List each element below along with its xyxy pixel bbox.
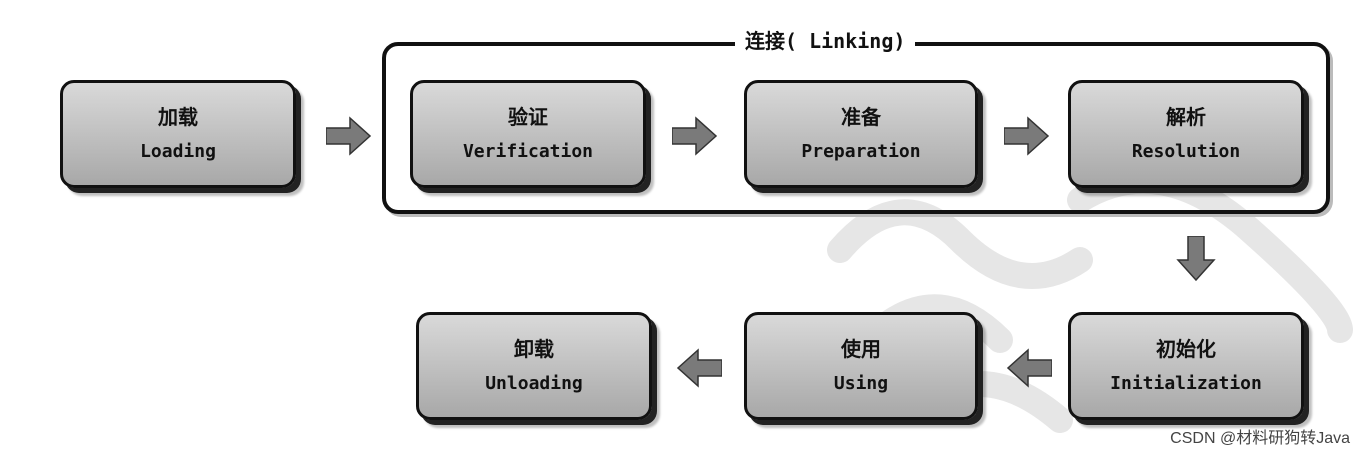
stage-using-en: Using [833, 373, 889, 394]
stage-using: 使用 Using [744, 312, 978, 420]
stage-initialization-zh: 初始化 [1156, 337, 1216, 361]
stage-verification: 验证 Verification [410, 80, 646, 188]
linking-group-title: 连接( Linking) [735, 26, 916, 56]
stage-unloading: 卸载 Unloading [416, 312, 652, 420]
arrow-right-icon [672, 116, 718, 156]
stage-resolution-zh: 解析 [1166, 105, 1206, 129]
stage-preparation-en: Preparation [801, 141, 921, 162]
stage-unloading-zh: 卸载 [514, 337, 554, 361]
stage-loading-en: Loading [140, 141, 216, 162]
arrow-left-icon [676, 348, 722, 388]
stage-loading-zh: 加载 [158, 105, 198, 129]
arrow-left-icon [1006, 348, 1052, 388]
source-watermark: CSDN @材料研狗转Java [1170, 430, 1350, 447]
stage-resolution-en: Resolution [1131, 141, 1241, 162]
arrow-down-icon [1176, 236, 1216, 282]
stage-unloading-en: Unloading [485, 373, 583, 394]
arrow-right-icon [1004, 116, 1050, 156]
arrow-right-icon [326, 116, 372, 156]
stage-preparation: 准备 Preparation [744, 80, 978, 188]
stage-verification-zh: 验证 [508, 105, 548, 129]
stage-verification-en: Verification [462, 141, 594, 162]
stage-loading: 加载 Loading [60, 80, 296, 188]
stage-initialization-en: Initialization [1110, 373, 1262, 394]
stage-resolution: 解析 Resolution [1068, 80, 1304, 188]
stage-preparation-zh: 准备 [841, 105, 881, 129]
stage-using-zh: 使用 [841, 337, 881, 361]
stage-initialization: 初始化 Initialization [1068, 312, 1304, 420]
